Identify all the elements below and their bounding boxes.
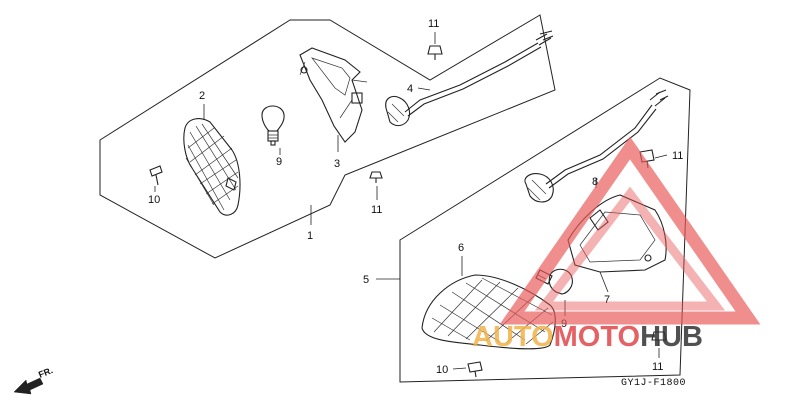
callout-6: 6 [458,242,464,254]
callout-11-right: 11 [672,150,683,162]
upper-bulb-part [261,105,285,146]
callout-1: 1 [307,230,313,242]
upper-leader-lines [154,32,436,225]
front-arrow-icon [13,377,44,395]
watermark-triangle-icon [499,136,761,325]
front-direction-label: FR. [37,365,54,380]
callout-9-upper: 9 [276,156,282,168]
callout-11-mid: 11 [371,204,382,216]
front-direction-indicator: FR. [13,365,54,395]
callout-2: 2 [199,90,205,102]
watermark-auto: AUTO [472,321,554,353]
figure-code: GY1J-F1800 [621,378,686,389]
callout-4: 4 [407,83,413,95]
upper-screw-11-parts [369,45,443,183]
watermark-moto: MOTO [554,321,640,353]
watermark: AUTOMOTOHUB [472,136,761,353]
callout-3: 3 [334,158,340,170]
callout-10-upper: 10 [148,194,160,206]
callout-11-top: 11 [428,18,439,30]
callout-8: 8 [592,176,598,188]
lower-socket-wire-part [524,89,669,203]
watermark-hub: HUB [640,321,703,353]
watermark-logo-text: AUTOMOTOHUB [472,321,703,353]
callout-7: 7 [604,294,610,306]
upper-lens-part [183,118,241,216]
callout-10-lower: 10 [436,364,448,376]
upper-screw-part [149,165,163,186]
upper-socket-wire-part [385,30,554,127]
callout-11-bottom: 11 [652,361,663,373]
callout-5: 5 [363,274,369,286]
upper-housing-part [299,47,368,143]
upper-assembly-outline [99,14,556,259]
